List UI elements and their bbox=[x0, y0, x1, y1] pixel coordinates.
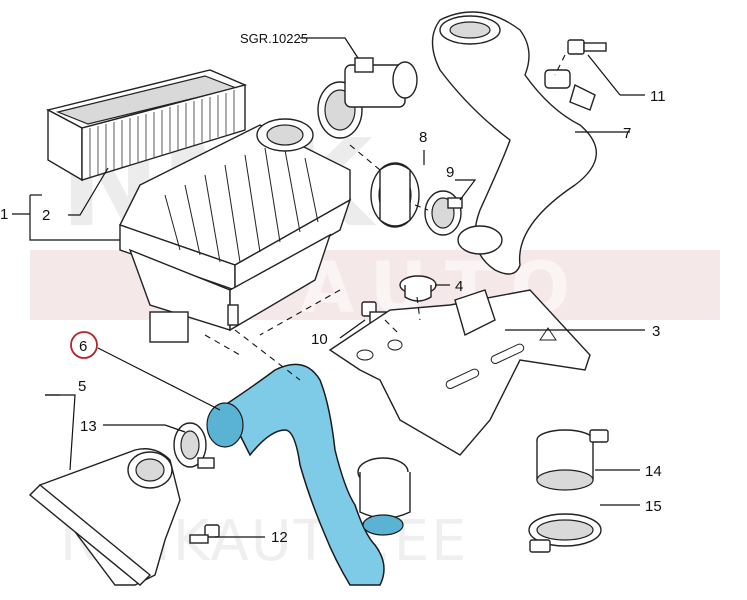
callout-7: 7 bbox=[623, 125, 631, 142]
bolt-11 bbox=[567, 39, 607, 55]
callout-labels: SGR.10225 1 2 3 4 5 6 7 8 9 10 11 12 13 … bbox=[0, 31, 666, 546]
reference-code-label: SGR.10225 bbox=[240, 31, 308, 46]
clamp-13 bbox=[173, 422, 215, 469]
assembly-dash-lines bbox=[204, 54, 566, 381]
callout-14: 14 bbox=[645, 463, 662, 480]
callout-8: 8 bbox=[419, 129, 427, 146]
leader-lines bbox=[12, 37, 645, 538]
intake-hose-7 bbox=[431, 11, 597, 275]
callout-11: 11 bbox=[650, 88, 666, 105]
callout-4: 4 bbox=[455, 278, 463, 295]
clamp-15 bbox=[528, 513, 602, 553]
rubber-coupler-8 bbox=[370, 162, 420, 228]
callout-3: 3 bbox=[652, 323, 660, 340]
callout-2: 2 bbox=[42, 207, 50, 224]
adapter-14 bbox=[536, 429, 609, 491]
callout-13: 13 bbox=[80, 418, 97, 435]
air-duct-6-highlighted bbox=[206, 363, 411, 586]
callout-9: 9 bbox=[446, 164, 454, 181]
callout-5: 5 bbox=[78, 378, 86, 395]
intake-scoop-5 bbox=[28, 448, 181, 586]
clamp-9 bbox=[424, 190, 463, 236]
callout-10: 10 bbox=[311, 331, 328, 348]
maf-sensor bbox=[317, 57, 418, 139]
bracket-3 bbox=[328, 289, 591, 456]
callout-15: 15 bbox=[645, 498, 662, 515]
air-filter-element bbox=[46, 69, 248, 182]
callout-12: 12 bbox=[271, 529, 288, 546]
grommet-4 bbox=[399, 275, 437, 302]
air-box-housing bbox=[119, 118, 352, 343]
bolt-12 bbox=[189, 524, 220, 544]
highlight-ring-6 bbox=[70, 331, 98, 359]
callout-1: 1 bbox=[0, 206, 8, 223]
callout-6: 6 bbox=[79, 338, 87, 355]
